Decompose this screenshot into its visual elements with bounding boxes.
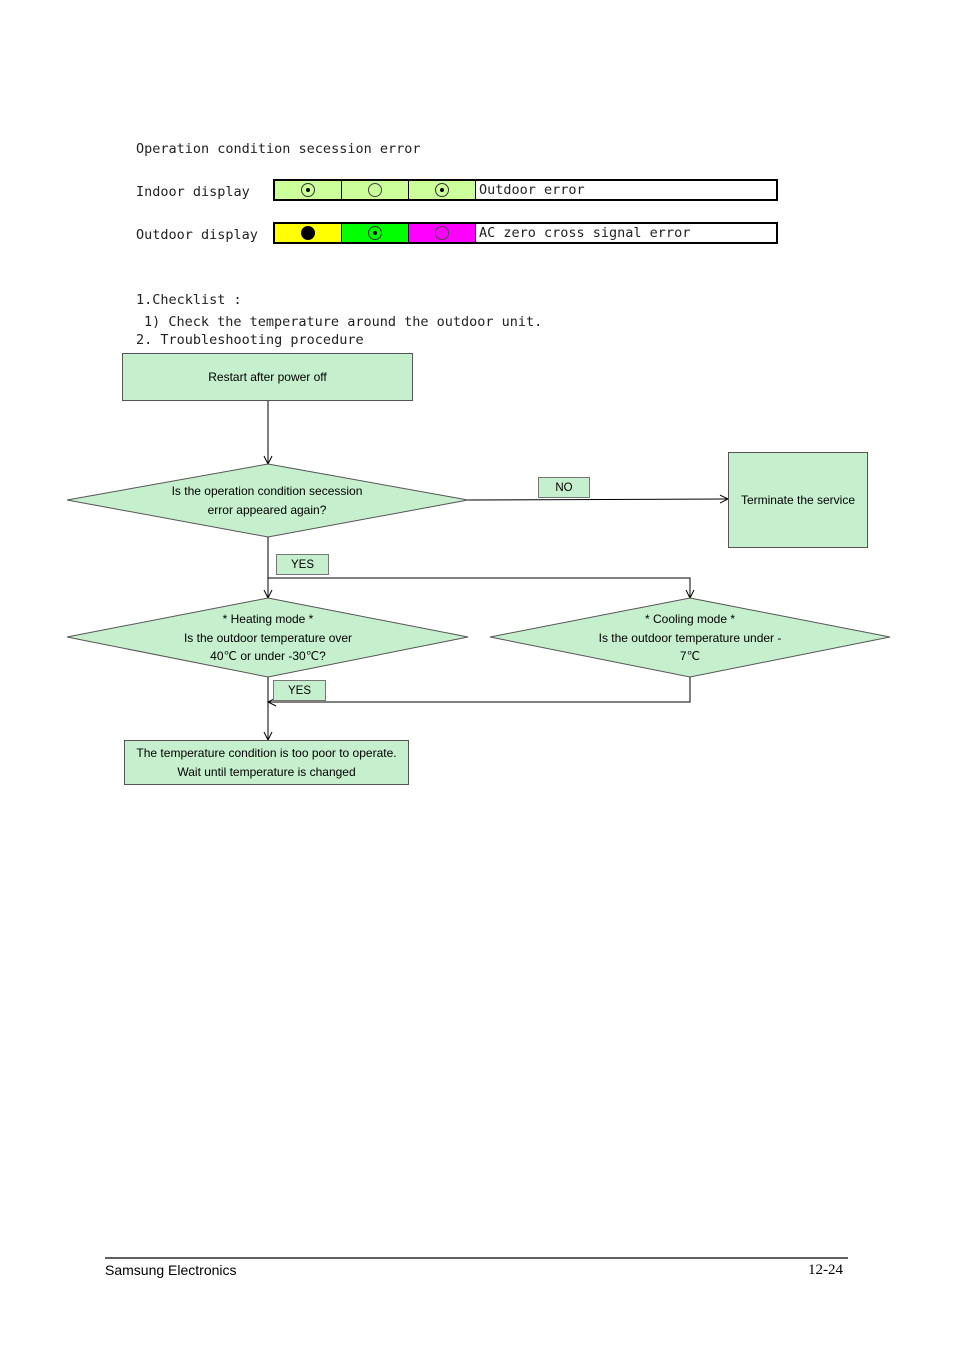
outdoor-led-2 xyxy=(342,224,409,242)
arrow-cooling-to-result xyxy=(268,677,691,702)
yes-label-1: YES xyxy=(276,554,329,575)
decision-repeat-text: Is the operation condition secession err… xyxy=(137,482,397,519)
led-blink-icon xyxy=(435,183,449,197)
decision-cooling-text: * Cooling mode * Is the outdoor temperat… xyxy=(570,610,810,666)
indoor-led-table: Outdoor error xyxy=(273,179,778,201)
cooling-line-2: Is the outdoor temperature under - xyxy=(598,630,782,645)
yes-label-2: YES xyxy=(273,680,326,701)
checklist-heading: 1.Checklist : xyxy=(136,292,242,308)
result-line-1: The temperature condition is too poor to… xyxy=(136,745,397,760)
checklist-item: 1) Check the temperature around the outd… xyxy=(144,314,543,330)
procedure-heading: 2. Troubleshooting procedure xyxy=(136,332,364,348)
arrow-no-to-terminate xyxy=(467,499,728,500)
indoor-led-3 xyxy=(409,181,476,199)
outdoor-display-label: Outdoor display xyxy=(136,227,258,243)
footer-company: Samsung Electronics xyxy=(105,1262,237,1278)
heating-line-1: * Heating mode * xyxy=(222,612,314,626)
outdoor-led-1 xyxy=(275,224,342,242)
result-box: The temperature condition is too poor to… xyxy=(124,740,409,785)
page-number: 12-24 xyxy=(808,1262,843,1278)
led-off-icon xyxy=(368,183,382,197)
indoor-led-2 xyxy=(342,181,409,199)
outdoor-error-description: AC zero cross signal error xyxy=(479,225,691,241)
result-line-2: Wait until temperature is changed xyxy=(177,764,356,779)
start-box: Restart after power off xyxy=(122,353,413,401)
decision-repeat-line-1: Is the operation condition secession xyxy=(171,484,363,498)
indoor-led-1 xyxy=(275,181,342,199)
outdoor-led-3 xyxy=(409,224,476,242)
terminate-box: Terminate the service xyxy=(728,452,868,548)
no-label: NO xyxy=(538,477,590,498)
led-blink-icon xyxy=(368,226,382,240)
led-on-icon xyxy=(301,226,315,240)
decision-repeat-line-2: error appeared again? xyxy=(207,502,327,517)
led-off-icon xyxy=(435,226,449,240)
cooling-line-3: 7℃ xyxy=(679,649,701,663)
arrow-yes-to-cooling xyxy=(268,577,690,598)
section-title: Operation condition secession error xyxy=(136,141,421,157)
indoor-display-label: Indoor display xyxy=(136,184,250,200)
heating-line-3: 40℃ or under -30℃? xyxy=(210,649,326,663)
cooling-line-1: * Cooling mode * xyxy=(644,612,736,626)
outdoor-led-table: AC zero cross signal error xyxy=(273,222,778,244)
led-blink-icon xyxy=(301,183,315,197)
heating-line-2: Is the outdoor temperature over xyxy=(183,630,353,645)
decision-heating-text: * Heating mode * Is the outdoor temperat… xyxy=(148,610,388,666)
indoor-error-description: Outdoor error xyxy=(479,182,585,198)
